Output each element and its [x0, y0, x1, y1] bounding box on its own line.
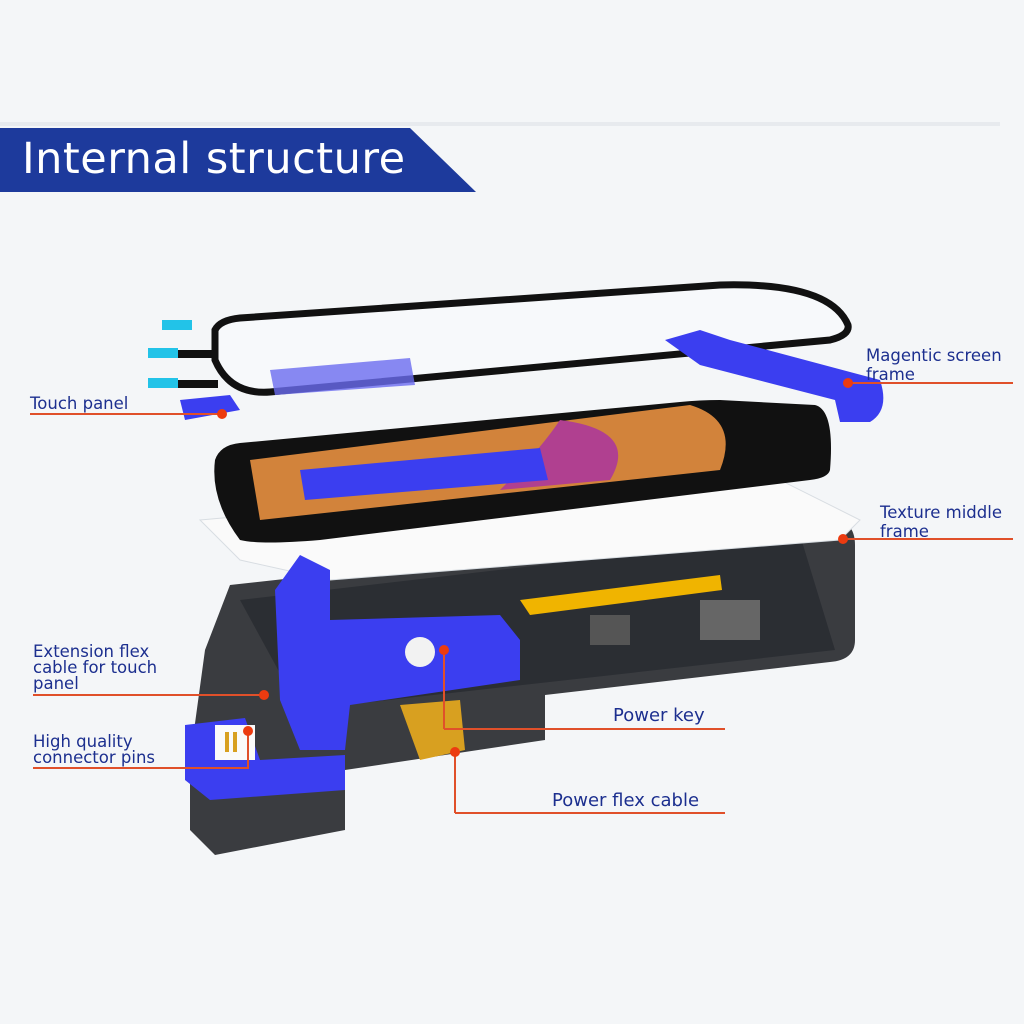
title-banner: Internal structure	[0, 128, 476, 192]
leader-dot	[843, 378, 853, 388]
flex-cable-yellow	[520, 575, 722, 615]
magnetic-screen-frame	[665, 330, 884, 422]
display-blue-clip	[300, 448, 548, 500]
leader-line	[848, 382, 1013, 384]
leader-line	[454, 752, 456, 813]
leader-line	[455, 812, 725, 814]
label-extension-flex-cable: Extension flex cable for touch panel	[33, 642, 158, 693]
leader-line	[843, 538, 1013, 540]
page-title: Internal structure	[22, 134, 406, 184]
chip	[590, 615, 630, 645]
label-connector-pins: High quality connector pins	[33, 732, 156, 767]
leader-dot	[243, 726, 253, 736]
label-touch-panel: Touch panel	[30, 394, 129, 413]
leader-line	[443, 650, 445, 729]
label-texture-middle-frame: Texture middle frame	[880, 503, 1002, 541]
label-power-flex-cable: Power flex cable	[552, 790, 700, 811]
leader-line	[33, 767, 249, 769]
touch-panel-blue-clip	[270, 358, 415, 395]
leader-dot	[217, 409, 227, 419]
label-magnetic-screen-frame: Magentic screen frame	[866, 346, 1002, 384]
chip	[700, 600, 760, 640]
label-power-key: Power key	[613, 705, 705, 726]
power-key-button	[405, 637, 435, 667]
leader-dot	[450, 747, 460, 757]
leader-line	[247, 731, 249, 768]
blue-clamp-arm	[275, 555, 520, 750]
leader-dot	[838, 534, 848, 544]
leader-line	[444, 728, 725, 730]
leader-line	[30, 413, 222, 415]
power-flex	[400, 700, 465, 760]
header-rule	[0, 122, 1000, 126]
leader-dot	[439, 645, 449, 655]
leader-dot	[259, 690, 269, 700]
leader-line	[33, 694, 264, 696]
